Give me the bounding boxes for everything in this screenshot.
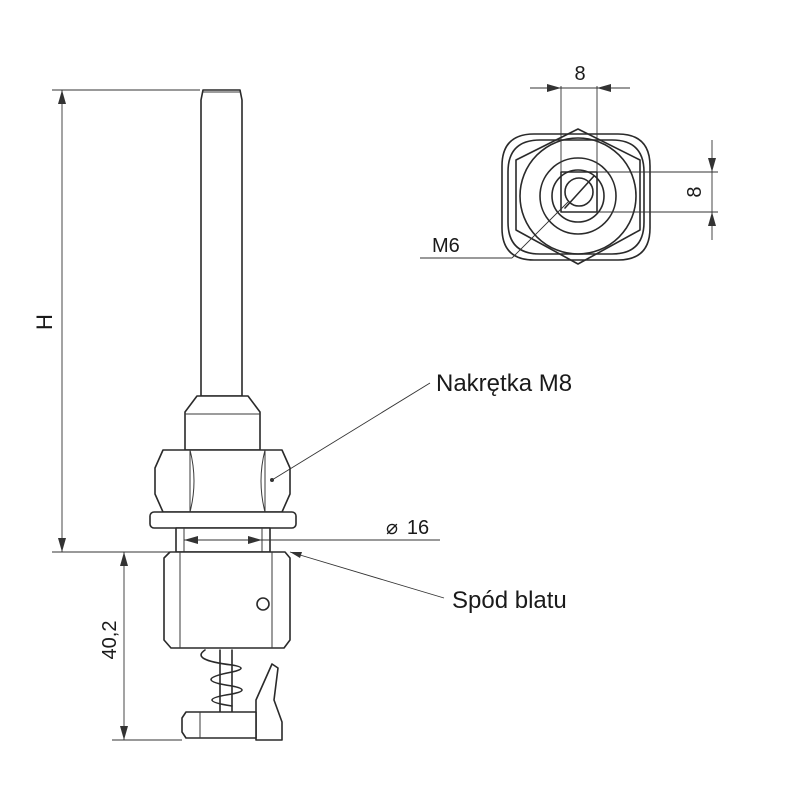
nut-arc-right	[260, 449, 266, 513]
underside-callout-label: Spód blatu	[452, 587, 567, 614]
nut-callout-leader	[270, 382, 431, 482]
washer	[149, 511, 297, 529]
top-circle-mid	[539, 157, 617, 235]
latch-hook	[255, 663, 283, 741]
cross-hole	[256, 597, 270, 611]
nut-callout-label: Nakrętka M8	[436, 370, 572, 397]
top-inner-body	[507, 139, 645, 255]
top-circle-inner	[551, 169, 605, 223]
lower-body	[163, 551, 291, 649]
dimension-bottom	[112, 551, 182, 741]
thread-label: M6	[432, 235, 460, 257]
dim-diameter-symbol: ⌀	[386, 517, 398, 539]
collar	[184, 395, 261, 451]
top-rod-circle	[564, 177, 594, 207]
side-view	[149, 89, 297, 741]
bottom-plate	[181, 711, 257, 739]
dim-height-label: H	[32, 314, 57, 330]
top-circle-outer	[519, 137, 637, 255]
top-hex-nut	[515, 128, 641, 265]
threaded-rod	[200, 89, 243, 397]
top-square	[560, 171, 598, 213]
dim-top-height-label: 8	[684, 186, 706, 197]
dim-diameter-value: 16	[407, 517, 429, 539]
dimension-top-width	[530, 84, 630, 172]
top-view	[501, 128, 651, 265]
underside-callout-leader	[289, 551, 445, 599]
dimension-top-height	[597, 140, 718, 240]
thread-leader	[420, 201, 569, 259]
dimension-diameter	[184, 536, 440, 544]
spring	[200, 649, 243, 713]
nut-arc-left	[189, 449, 195, 513]
dim-bottom-label: 40,2	[99, 621, 121, 660]
dim-top-width-label: 8	[574, 63, 585, 85]
top-diameter-line	[564, 175, 595, 209]
hex-nut-m8	[154, 449, 291, 513]
top-outer-body	[501, 133, 651, 261]
